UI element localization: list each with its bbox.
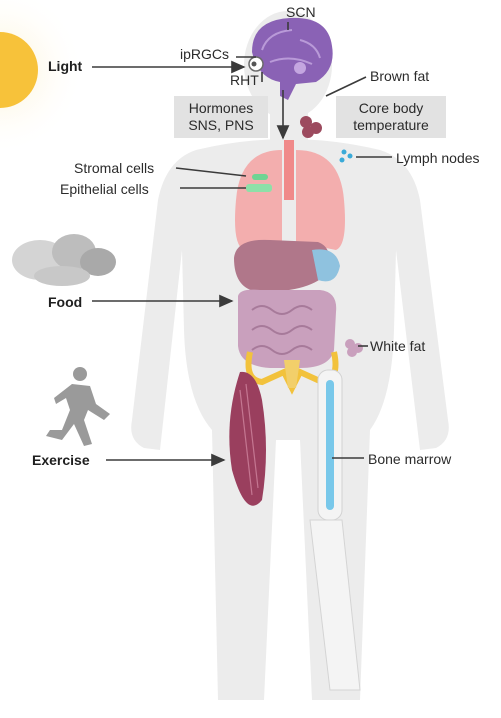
iprgcs-label: ipRGCs	[180, 46, 229, 62]
epithelial-cells-label: Epithelial cells	[60, 181, 149, 197]
hormones-line-1: Hormones	[180, 100, 262, 117]
eye-icon	[249, 57, 263, 71]
light-label: Light	[48, 58, 82, 74]
stromal-cells-label: Stromal cells	[74, 160, 154, 176]
food-icon	[12, 234, 116, 286]
intestines-icon	[238, 290, 336, 368]
lymph-nodes-label: Lymph nodes	[396, 150, 480, 166]
sun-icon	[0, 0, 85, 155]
core-body-line-2: temperature	[342, 117, 440, 134]
rht-label: RHT	[230, 72, 259, 88]
brown-fat-label: Brown fat	[370, 68, 429, 84]
scn-label: SCN	[286, 4, 316, 20]
bone-marrow-label: Bone marrow	[368, 451, 451, 467]
runner-icon	[46, 367, 110, 446]
core-body-line-1: Core body	[342, 100, 440, 117]
hormones-line-2: SNS, PNS	[180, 117, 262, 134]
white-fat-label: White fat	[370, 338, 425, 354]
brown-fat-icon	[300, 116, 322, 138]
exercise-label: Exercise	[32, 452, 90, 468]
core-body-temperature-box: Core body temperature	[336, 96, 446, 138]
hormones-box: Hormones SNS, PNS	[174, 96, 268, 138]
food-label: Food	[48, 294, 82, 310]
